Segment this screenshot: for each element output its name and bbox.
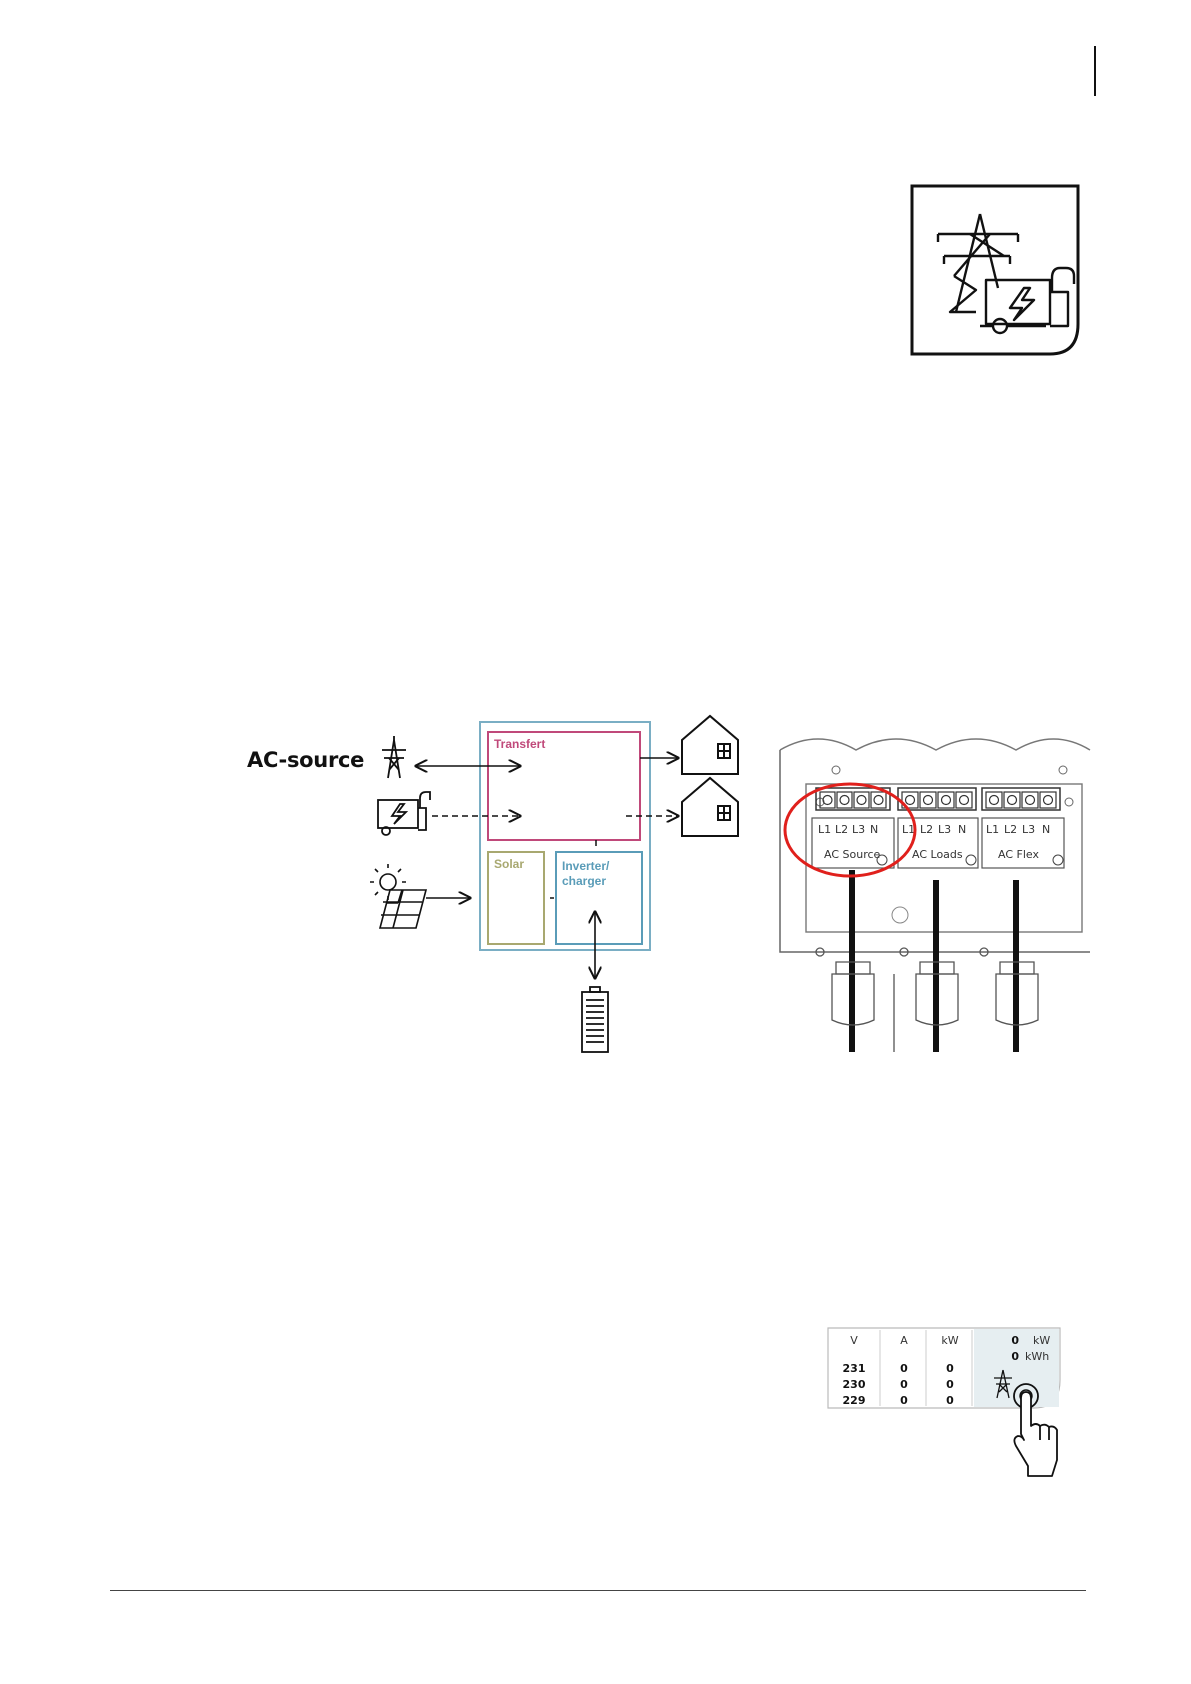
meter-energy-unit: kWh [1025,1350,1049,1363]
ac-flex-terminal-label: AC Flex [998,848,1039,861]
svg-text:L1: L1 [986,823,999,836]
svg-text:N: N [958,823,966,836]
meter-a-3: 0 [900,1394,908,1407]
svg-text:L3: L3 [938,823,951,836]
svg-text:L3: L3 [1022,823,1035,836]
terminal-group-ac-source: L1 L2 L3 N AC Source [812,788,894,868]
ac-source-label: AC-source [247,748,364,772]
house-icon [682,716,738,774]
meter-v-3: 229 [843,1394,866,1407]
svg-text:L2: L2 [920,823,933,836]
inverter-label-2: charger [562,874,606,888]
meter-kw-1: 0 [946,1362,954,1375]
meter-v-1: 231 [843,1362,866,1375]
outer-box [480,722,650,950]
pylon-icon [382,736,406,778]
ac-source-terminal-label: AC Source [824,848,881,861]
solar-label: Solar [494,857,524,871]
svg-text:N: N [1042,823,1050,836]
solar-panel-icon [370,864,426,928]
meter-display: V A kW 231 0 0 230 0 0 229 0 0 0 kW 0 kW… [826,1326,1066,1486]
terminal-block-diagram: L1 L2 L3 N AC Source L1 L2 L3 N AC Loads… [778,730,1092,1052]
block-diagram: Transfert Solar Inverter/ charger [370,710,750,1060]
meter-kw-3: 0 [946,1394,954,1407]
meter-a-2: 0 [900,1378,908,1391]
svg-text:L2: L2 [1004,823,1017,836]
svg-text:N: N [870,823,878,836]
meter-power-value: 0 [1011,1334,1019,1347]
meter-energy-value: 0 [1011,1350,1019,1363]
meter-power-unit: kW [1033,1334,1050,1347]
meter-header-v: V [850,1334,858,1347]
svg-text:L1: L1 [818,823,831,836]
meter-header-a: A [900,1334,908,1347]
terminal-group-ac-flex: L1 L2 L3 N AC Flex [982,788,1064,868]
grid-generator-badge-icon [910,184,1082,358]
svg-text:L2: L2 [835,823,848,836]
header-rule [1094,46,1096,96]
meter-a-1: 0 [900,1362,908,1375]
svg-text:L3: L3 [852,823,865,836]
terminal-group-ac-loads: L1 L2 L3 N AC Loads [898,788,978,868]
meter-v-2: 230 [843,1378,866,1391]
ac-loads-terminal-label: AC Loads [912,848,963,861]
transfer-label: Transfert [494,737,545,751]
meter-header-kw: kW [941,1334,958,1347]
meter-kw-2: 0 [946,1378,954,1391]
battery-icon [582,987,608,1052]
house-icon [682,778,738,836]
inverter-label-1: Inverter/ [562,859,610,873]
ac-source-highlight [785,784,915,876]
generator-icon [378,792,430,835]
footer-rule [110,1590,1086,1591]
